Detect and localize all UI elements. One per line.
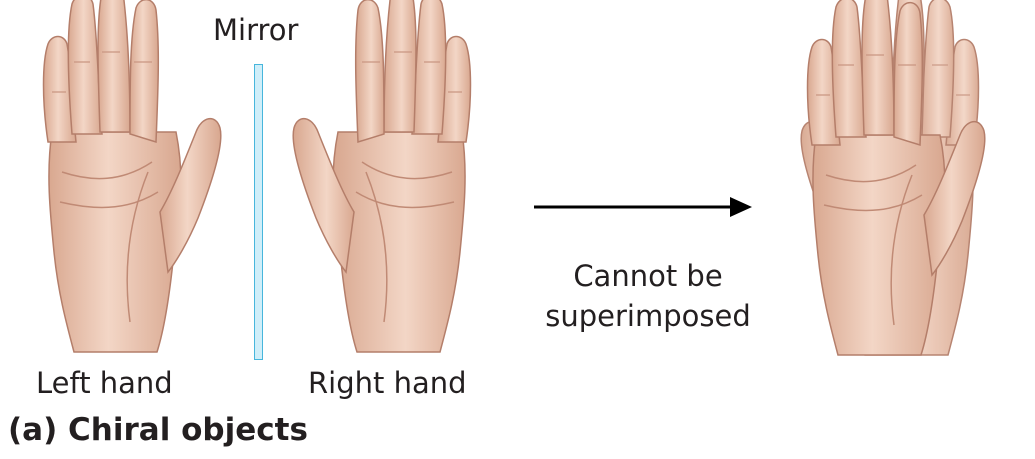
mirror-label: Mirror [213,16,298,45]
panel-caption: (a) Chiral objects [8,415,308,446]
right-hand-label: Right hand [308,369,467,398]
right-hand [293,0,470,352]
superimposed-hands [801,0,985,355]
left-hand-label: Left hand [36,369,173,398]
right-arrow [534,197,752,217]
mirror-plane [254,64,263,360]
left-hand [44,0,221,352]
arrow-caption-line1: Cannot be [528,256,768,296]
arrow-caption-line2: superimposed [528,296,768,336]
arrow-caption: Cannot be superimposed [528,256,768,336]
